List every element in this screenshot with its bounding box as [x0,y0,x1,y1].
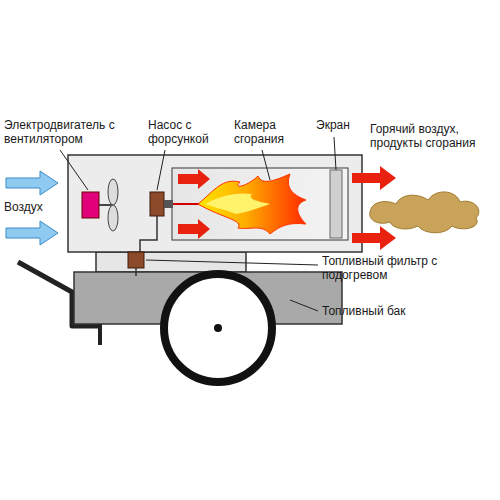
flame-core [205,193,270,214]
outlet-arrow [352,166,396,190]
part-label: Горячий воздух, продукты сгорания [370,122,496,150]
pump [150,192,164,216]
flame [198,174,306,234]
screen [330,170,342,238]
exhaust-cloud [370,192,479,233]
fan-blade [108,205,118,231]
leader-line [334,137,336,170]
wheel-hub [214,324,222,332]
part-label: Камера сгорания [234,118,304,146]
air-arrow [6,221,58,245]
leg [98,324,102,345]
wheel [164,274,272,382]
part-label: Топливный бак [322,304,405,318]
hot-arrow [178,169,210,189]
motor [82,192,99,218]
leader-line [146,260,318,265]
flow-label: Воздух [4,200,43,214]
part-label: Насос с форсункой [148,118,226,146]
shaft [99,204,112,206]
part-label: Электродвигатель с вентилятором [4,118,144,146]
leader-line [290,300,318,311]
fan-blade [108,179,118,205]
leader-line [60,150,88,190]
fuel-line [135,268,137,276]
leader-line [262,150,270,180]
outlet-arrow [352,226,396,250]
nozzle [164,200,173,208]
heater-body [68,155,362,252]
leader-line [157,150,165,190]
combustion-chamber [172,168,348,240]
fuel-jet [173,203,200,205]
part-label: Экран [316,118,350,132]
air-arrow [6,171,58,195]
fuel-filter [128,252,144,268]
fuel-line [140,216,157,254]
part-label: Топливный фильтр с подогревом [322,254,442,282]
hot-arrow [178,219,210,239]
